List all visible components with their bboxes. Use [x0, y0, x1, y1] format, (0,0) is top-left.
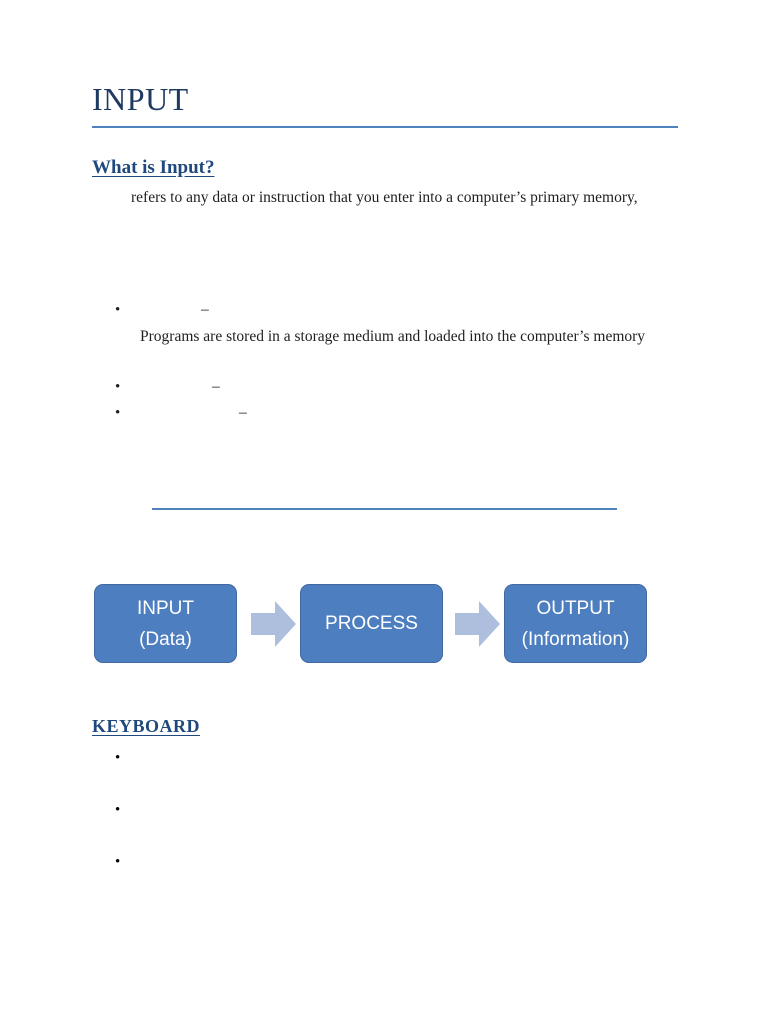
list-item: • – [0, 301, 768, 321]
list-item: • – [0, 378, 768, 398]
bullet-icon: • [115, 379, 121, 395]
horizontal-rule [152, 508, 617, 510]
title-block: INPUT [92, 81, 678, 129]
list-item-dash: – [239, 404, 247, 421]
section-heading-keyboard: KEYBOARD [92, 716, 201, 736]
list-item: • – [0, 404, 768, 424]
flow-box-label: PROCESS [325, 613, 418, 634]
flow-box-sublabel: (Data) [139, 628, 192, 650]
flow-box-sublabel: (Information) [521, 628, 630, 650]
flow-arrow-icon [251, 601, 296, 647]
bullet-icon: • [115, 854, 121, 870]
flow-box-output: OUTPUT (Information) [504, 584, 647, 663]
intro-text: refers to any data or instruction that y… [131, 189, 638, 206]
flow-box-input: INPUT (Data) [94, 584, 237, 663]
list-item-dash: – [212, 378, 220, 395]
bullet-icon: • [115, 302, 121, 318]
flow-box-label: OUTPUT [536, 597, 615, 619]
page-title: INPUT [92, 81, 189, 117]
bullet-icon: • [115, 405, 121, 421]
bullet-icon: • [115, 750, 121, 766]
flow-arrow-icon [455, 601, 500, 647]
list-item-dash: – [201, 301, 209, 318]
flow-box-label: INPUT [137, 597, 194, 619]
flow-box-process: PROCESS [300, 584, 443, 663]
list-item-note: Programs are stored in a storage medium … [140, 328, 646, 345]
section-heading-what-is-input: What is Input? [92, 157, 215, 178]
bullet-icon: • [115, 802, 121, 818]
